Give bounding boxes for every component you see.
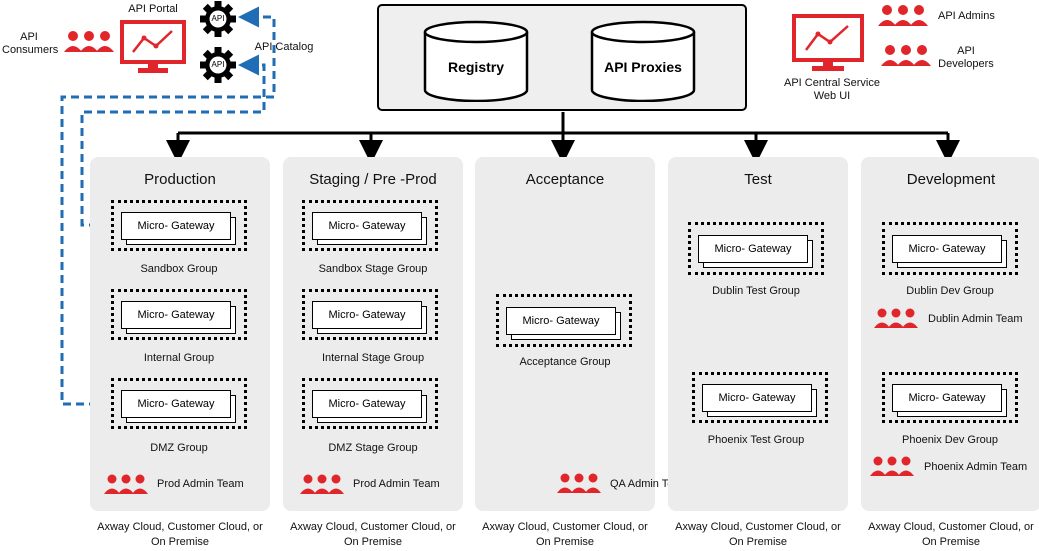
micro-gateway-node: Micro- Gateway	[892, 235, 1002, 263]
micro-gateway-node: Micro- Gateway	[698, 235, 808, 263]
environment-title: Acceptance	[525, 171, 605, 188]
api-proxies-db-icon	[590, 20, 696, 102]
admin-team-people-icon	[870, 456, 914, 476]
environment-title: Production	[144, 171, 216, 188]
admin-team-people-icon	[557, 473, 601, 493]
registry-label: Registry	[447, 59, 505, 75]
admin-team-people-icon	[104, 474, 148, 494]
gateway-group-frame: Micro- Gateway	[111, 200, 247, 251]
hosting-options-label: Axway Cloud, Customer Cloud, or On Premi…	[868, 521, 1034, 548]
api-portal-monitor-icon	[120, 20, 186, 73]
portal-catalog-links	[60, 6, 276, 406]
admin-team-people-icon	[874, 308, 918, 328]
gateway-group-frame: Micro- Gateway	[692, 372, 828, 423]
micro-gateway-node: Micro- Gateway	[312, 301, 422, 329]
gateway-group-label: DMZ Stage Group	[328, 442, 418, 454]
micro-gateway-node: Micro- Gateway	[312, 212, 422, 240]
registry-fanout-lines	[166, 112, 960, 164]
gateway-group-label: Dublin Test Group	[712, 285, 800, 297]
gateway-group-label: DMZ Group	[150, 442, 208, 454]
gateway-group-label: Sandbox Stage Group	[318, 263, 428, 275]
api-portal-gear-icon	[200, 1, 236, 37]
api-portal-label: API Portal	[128, 3, 178, 15]
api-admins-label: API Admins	[938, 10, 995, 22]
api-developers-label: API Developers	[938, 45, 994, 70]
gateway-group-frame: Micro- Gateway	[302, 378, 438, 429]
gateway-group-frame: Micro- Gateway	[882, 372, 1018, 423]
environment-title: Staging / Pre -Prod	[309, 171, 437, 188]
environment-title: Development	[906, 171, 996, 188]
api-portal-gear-text: API	[211, 14, 225, 23]
gateway-group-label: Sandbox Group	[140, 263, 218, 275]
gateway-group-label: Phoenix Dev Group	[902, 434, 998, 446]
hosting-options-label: Axway Cloud, Customer Cloud, or On Premi…	[675, 521, 841, 548]
admin-team-label: Prod Admin Team	[353, 478, 440, 490]
gateway-group-frame: Micro- Gateway	[688, 222, 824, 275]
gateway-group-frame: Micro- Gateway	[111, 289, 247, 340]
environment-panel-test: Test	[668, 157, 848, 511]
hosting-options-label: Axway Cloud, Customer Cloud, or On Premi…	[482, 521, 648, 548]
gateway-group-frame: Micro- Gateway	[302, 289, 438, 340]
hosting-options-label: Axway Cloud, Customer Cloud, or On Premi…	[290, 521, 456, 548]
api-admins-people-icon	[878, 5, 928, 26]
api-developers-people-icon	[881, 45, 931, 66]
consumers-people-icon	[64, 31, 114, 52]
micro-gateway-node: Micro- Gateway	[506, 307, 616, 335]
micro-gateway-node: Micro- Gateway	[121, 212, 231, 240]
micro-gateway-node: Micro- Gateway	[892, 384, 1002, 412]
gateway-group-label: Acceptance Group	[519, 356, 611, 368]
gateway-group-frame: Micro- Gateway	[302, 200, 438, 251]
api-catalog-gear-icon	[200, 47, 236, 83]
api-proxies-label: API Proxies	[604, 59, 682, 75]
gateway-group-label: Phoenix Test Group	[707, 434, 805, 446]
micro-gateway-node: Micro- Gateway	[312, 390, 422, 418]
gateway-group-frame: Micro- Gateway	[111, 378, 247, 429]
micro-gateway-node: Micro- Gateway	[121, 301, 231, 329]
central-web-ui-label: API Central Service Web UI	[784, 77, 880, 102]
admin-team-label: Prod Admin Team	[157, 478, 244, 490]
gateway-group-frame: Micro- Gateway	[496, 294, 632, 347]
gateway-group-label: Internal Group	[143, 352, 215, 364]
central-web-ui-monitor-icon	[792, 14, 864, 71]
micro-gateway-node: Micro- Gateway	[121, 390, 231, 418]
api-catalog-gear-text: API	[211, 60, 225, 69]
environment-panel-development: Development	[861, 157, 1039, 511]
gateway-group-frame: Micro- Gateway	[882, 222, 1018, 275]
gateway-group-label: Internal Stage Group	[321, 352, 425, 364]
admin-team-label: Dublin Admin Team	[928, 313, 1023, 325]
admin-team-people-icon	[300, 474, 344, 494]
admin-team-label: Phoenix Admin Team	[924, 461, 1028, 473]
api-catalog-label: API Catalog	[254, 41, 314, 53]
registry-db-icon	[423, 20, 529, 102]
micro-gateway-node: Micro- Gateway	[702, 384, 812, 412]
hosting-options-label: Axway Cloud, Customer Cloud, or On Premi…	[97, 521, 263, 548]
api-consumers-label: API Consumers	[2, 31, 59, 56]
gateway-group-label: Dublin Dev Group	[906, 285, 994, 297]
environment-title: Test	[744, 171, 772, 188]
